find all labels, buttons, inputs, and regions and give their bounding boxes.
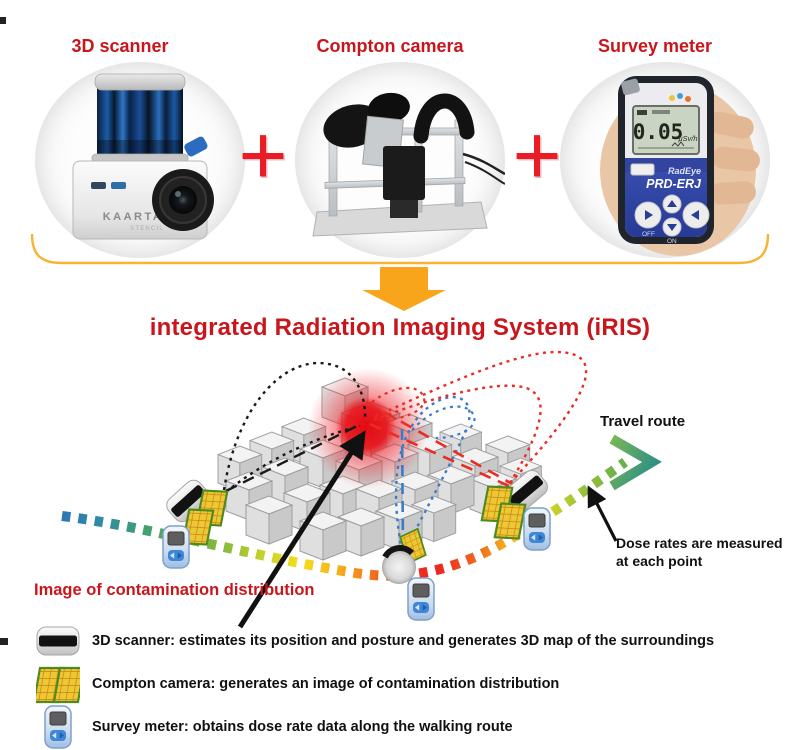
dose-note-label: Dose rates are measured at each point [616,534,800,571]
survey-meter-icon [162,525,190,569]
legend-row-scanner: 3D scanner: estimates its position and p… [0,621,800,661]
survey-meter-icon [407,577,435,621]
on-label: ON [667,238,677,245]
compton-illustration [312,92,505,237]
camera-lens [152,169,214,231]
compton-photo [295,62,505,258]
dose-unit: μSv/h [677,134,697,143]
contamination-arrow-icon [237,430,366,629]
down-arrow-icon [362,267,446,311]
lidar-cylinder [91,73,208,164]
survey-meter-icon [36,704,80,750]
iris-scene [61,350,662,629]
survey-photo: 0.05 μSv/h RadEye PRD-ERJ [560,62,770,258]
port-slot [91,182,106,189]
scanner-cone-black [222,361,367,493]
compton-panel-icon [36,663,80,705]
edge-artifact [0,17,6,24]
page-title: integrated Radiation Imaging System (iRI… [149,314,651,341]
kaarta-brand-text: KAARTA [103,211,164,223]
off-label: OFF [642,231,655,238]
legend-row-compton: Compton camera: generates an image of co… [0,664,800,704]
scanner-illustration: KAARTA STENCIL [72,73,214,240]
edge-artifact [0,638,8,645]
plus-icon: + [238,108,288,202]
legend-text: Survey meter: obtains dose rate data alo… [92,719,513,735]
scanner-label: 3D scanner [71,36,169,56]
survey-meter-icon [523,507,551,551]
travel-route-arrow-icon [609,434,662,491]
clip [621,78,640,96]
contamination-label: Image of contamination distribution [34,581,315,599]
prd-erj-model-text: PRD-ERJ [646,177,702,191]
dose-note-line1: Dose rates are measured [616,535,783,551]
blue-cable [184,136,208,157]
compton-sensors [323,92,505,218]
port-slot [111,182,126,189]
buttons [634,194,710,237]
survey-device: 0.05 μSv/h RadEye PRD-ERJ [618,76,714,245]
stencil-model-text: STENCIL [130,226,164,232]
plus-icon: + [512,108,562,202]
sensor-group-left [162,476,229,569]
survey-illustration: 0.05 μSv/h RadEye PRD-ERJ [600,76,760,256]
legend-row-survey: Survey meter: obtains dose rate data alo… [0,704,800,750]
radeye-brand-text: RadEye [668,166,701,176]
dose-note-arrow-icon [587,485,618,542]
compton-panel-icon [493,502,527,540]
travel-route-label: Travel route [600,413,686,430]
lcd-screen: 0.05 μSv/h [632,105,700,155]
mode-badge [630,163,655,176]
sensor-group-center [382,527,435,621]
legend-text: Compton camera: generates an image of co… [92,676,560,692]
survey-label: Survey meter [597,36,713,56]
brace-and-arrow [30,233,770,311]
dose-note-line2: at each point [616,553,703,570]
cable [462,152,505,176]
dose-value: 0.05 [633,120,684,144]
scanner-disc-icon [36,625,80,657]
handle [413,93,475,144]
scanner-photo: KAARTA STENCIL [35,62,245,258]
legend: 3D scanner: estimates its position and p… [0,621,800,750]
cable [464,161,505,185]
brace-icon [30,233,770,265]
compton-cone-red [365,350,588,497]
legend-text: 3D scanner: estimates its position and p… [92,633,715,649]
compton-label: Compton camera [316,36,464,56]
